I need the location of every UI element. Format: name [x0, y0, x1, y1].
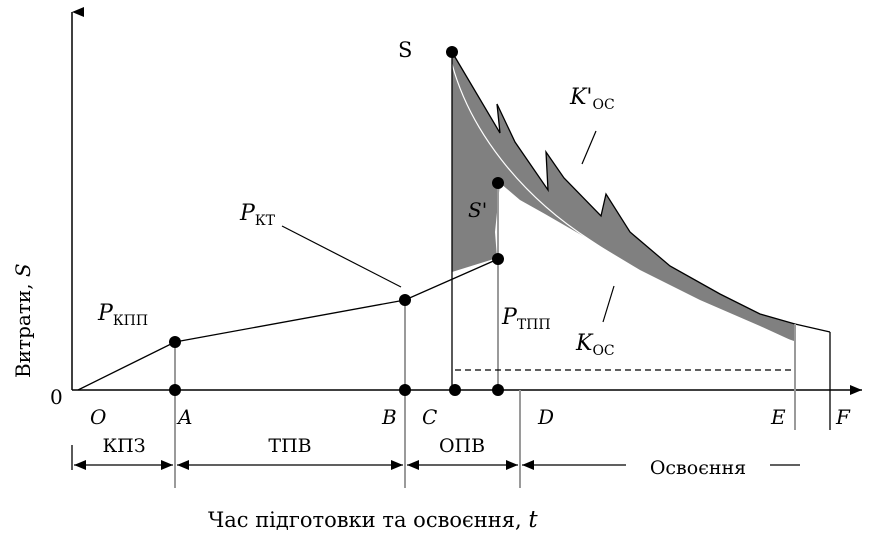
shaded-cost-region [452, 52, 795, 342]
p-tpp-sub: ТПП [517, 317, 551, 333]
point-b-axis [399, 384, 411, 396]
point-a-label: A [176, 405, 192, 429]
k-os-sub: ОС [592, 343, 614, 359]
k-prime-os-curve [451, 51, 796, 325]
point-o-label: O [90, 405, 106, 429]
y-axis-label-symbol: S [11, 263, 35, 277]
point-b-label: B [381, 405, 397, 429]
point-b-upper [399, 294, 411, 306]
point-s-prime [492, 177, 504, 189]
k-prime-os-label: K'ОС [569, 85, 615, 113]
leader-k-os [602, 285, 615, 323]
leader-p-kt [281, 225, 402, 288]
phase-kpz-label: КПЗ [102, 435, 145, 457]
p-kt-sub: КТ [255, 213, 276, 229]
point-c-label: C [422, 405, 437, 429]
x-axis-label: Час підготовки та освоєння, t [208, 507, 538, 533]
k-os-curve [451, 63, 796, 343]
phase-tpv-label: ТПВ [268, 435, 311, 457]
s-prime-label: S' [468, 198, 487, 222]
y-axis-label-main: Витрати, [11, 277, 35, 378]
k-prime-os-sub: ОС [592, 97, 614, 113]
x-axis-label-main: Час підготовки та освоєння, [208, 508, 528, 532]
k-prime-os-base: K' [569, 85, 592, 110]
p-kpp-sub: КПП [113, 313, 148, 329]
p-tpp-base: P [501, 305, 518, 330]
point-s-prime-axis [492, 384, 504, 396]
p-kpp-base: P [97, 301, 114, 326]
k-os-label: KОС [575, 331, 615, 359]
point-e-label: E [770, 405, 786, 429]
point-tpp-upper [492, 253, 504, 265]
y-axis-label: Витрати, S [11, 263, 35, 378]
s-label: S [398, 38, 412, 62]
point-d-label: D [537, 405, 554, 429]
p-kt-base: P [239, 201, 256, 226]
p-tpp-label: PТПП [501, 305, 551, 333]
origin-zero-label: 0 [50, 385, 63, 409]
phase-opv-label: ОПВ [439, 435, 485, 457]
point-a-upper [169, 336, 181, 348]
phase-osvoennia-label: Освоєння [650, 457, 746, 479]
point-c-axis [449, 384, 461, 396]
p-kpp-label: PКПП [97, 301, 148, 329]
k-os-base: K [575, 331, 594, 356]
k-prime-os-tail [794, 323, 831, 333]
point-s [446, 46, 458, 58]
leader-k-prime-os [581, 130, 597, 165]
p-kt-label: PКТ [239, 201, 276, 229]
point-f-label: F [835, 405, 851, 429]
x-axis-label-symbol: t [528, 507, 538, 533]
point-a-axis [169, 384, 181, 396]
